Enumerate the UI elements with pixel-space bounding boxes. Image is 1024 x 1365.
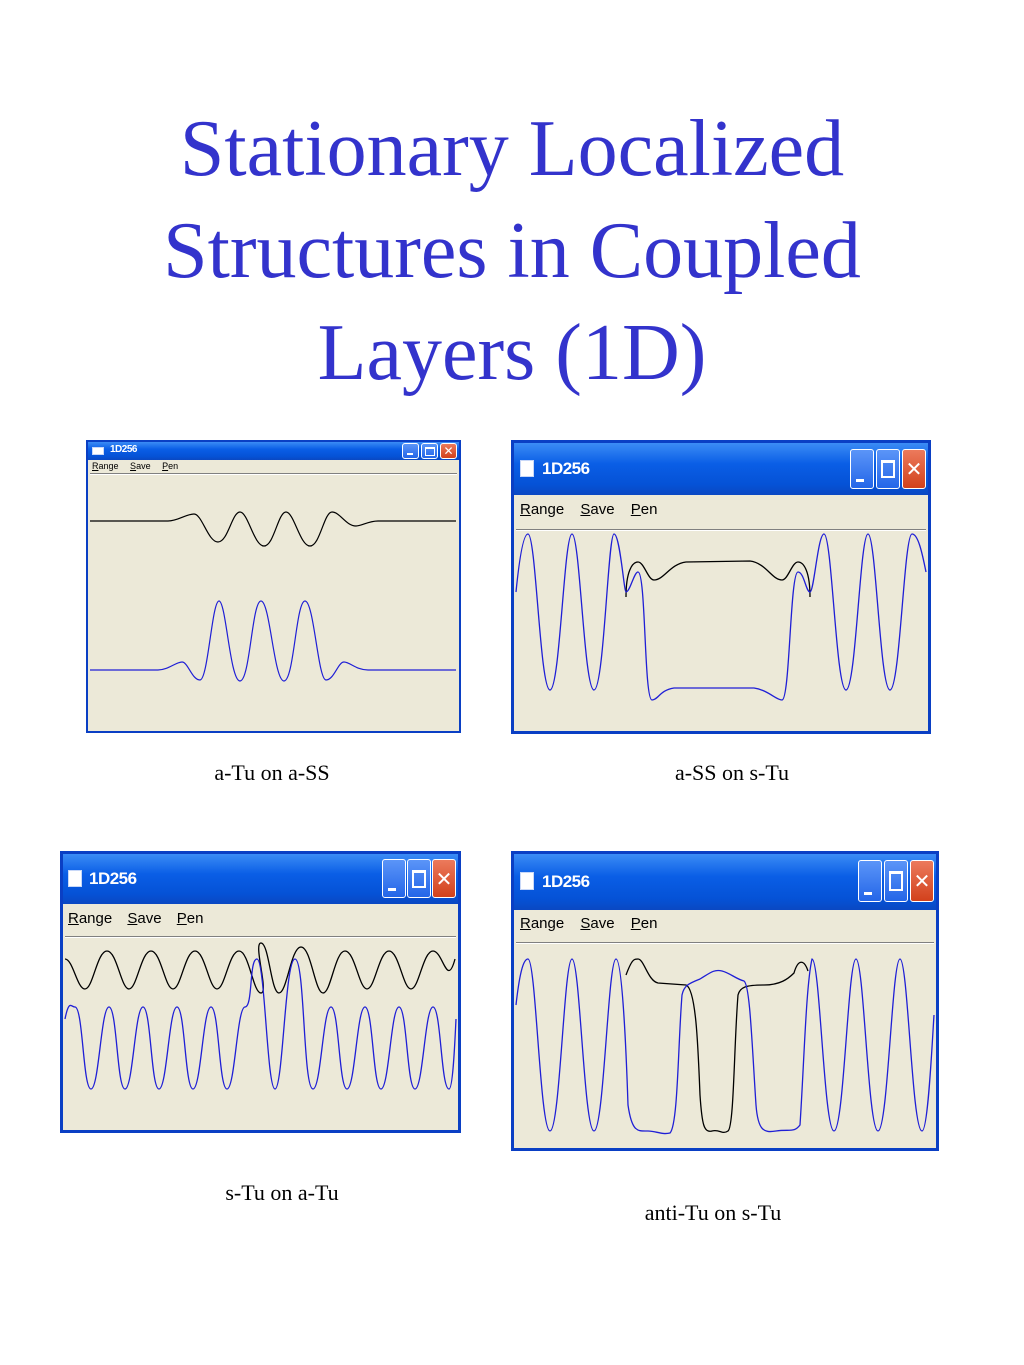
window-1d256-a[interactable]: 1D256 ✕ Range Save Pen	[86, 440, 461, 733]
caption-anti-tu-on-s-tu: anti-Tu on s-Tu	[644, 1200, 782, 1225]
minimize-icon	[407, 453, 413, 455]
window-app-icon	[92, 447, 104, 455]
slide-title: Stationary Localized Structures in Coupl…	[0, 98, 1024, 404]
window-titlebar[interactable]: 1D256 ✕	[514, 443, 928, 495]
menu-save[interactable]: Save	[130, 461, 151, 471]
plot-area	[90, 511, 456, 682]
menu-range[interactable]: Range	[520, 915, 565, 932]
maximize-icon	[412, 870, 426, 888]
plot-area	[515, 533, 927, 701]
close-icon: ✕	[913, 869, 931, 893]
window-1d256-b[interactable]: 1D256 ✕ Range Save Pen	[511, 440, 931, 734]
minimize-button[interactable]	[858, 860, 882, 902]
menu-pen[interactable]: Pen	[630, 915, 658, 932]
maximize-button[interactable]	[407, 859, 431, 898]
minimize-button[interactable]	[402, 443, 419, 459]
trace-lower	[90, 600, 456, 682]
minimize-button[interactable]	[850, 449, 874, 489]
menu-save[interactable]: Save	[580, 501, 615, 518]
menu-bar: Range Save Pen	[88, 461, 459, 471]
plot-area	[515, 958, 935, 1135]
minimize-icon	[856, 479, 864, 482]
plot-area	[64, 942, 457, 1090]
caption-a-tu-on-a-ss: a-Tu on a-SS	[214, 760, 330, 785]
menu-pen[interactable]: Pen	[630, 501, 658, 518]
window-title: 1D256	[542, 459, 590, 478]
menu-bar: Range Save Pen	[514, 915, 936, 932]
window-1d256-d[interactable]: 1D256 ✕ Range Save Pen	[511, 851, 939, 1151]
close-icon: ✕	[905, 457, 923, 481]
minimize-icon	[864, 892, 872, 895]
close-button[interactable]: ✕	[440, 443, 457, 459]
maximize-button[interactable]	[876, 449, 900, 489]
slide-title-line-1: Stationary Localized	[179, 105, 845, 193]
minimize-button[interactable]	[382, 859, 406, 898]
menu-separator	[90, 473, 457, 475]
menu-separator	[516, 942, 934, 944]
window-title: 1D256	[110, 444, 137, 455]
window-app-icon	[520, 460, 534, 477]
caption-a-ss-on-s-tu: a-SS on s-Tu	[674, 760, 790, 785]
window-title: 1D256	[89, 869, 137, 888]
trace-upper	[90, 511, 456, 547]
close-button[interactable]: ✕	[910, 860, 934, 902]
trace-upper	[625, 958, 809, 1134]
window-title: 1D256	[542, 872, 590, 891]
trace-lower	[515, 533, 927, 701]
menu-range[interactable]: Range	[68, 910, 113, 927]
trace-upper	[64, 942, 456, 994]
window-1d256-c[interactable]: 1D256 ✕ Range Save Pen	[60, 851, 461, 1133]
menu-pen[interactable]: Pen	[162, 461, 179, 471]
window-titlebar[interactable]: 1D256 ✕	[514, 854, 936, 910]
menu-separator	[65, 936, 456, 938]
menu-range[interactable]: Range	[92, 461, 119, 471]
slide-title-line-2: Structures in Coupled	[163, 207, 861, 295]
maximize-button[interactable]	[421, 443, 438, 459]
minimize-icon	[388, 888, 396, 891]
slide-title-line-3: Layers (1D)	[317, 309, 707, 397]
window-titlebar[interactable]: 1D256 ✕	[88, 442, 459, 460]
menu-save[interactable]: Save	[580, 915, 615, 932]
window-app-icon	[68, 870, 82, 887]
close-button[interactable]: ✕	[902, 449, 926, 489]
menu-range[interactable]: Range	[520, 501, 565, 518]
trace-upper	[625, 560, 811, 598]
caption-s-tu-on-a-tu: s-Tu on a-Tu	[225, 1180, 339, 1205]
trace-lower	[64, 958, 457, 1090]
menu-separator	[516, 529, 926, 531]
maximize-icon	[881, 460, 895, 478]
menu-pen[interactable]: Pen	[176, 910, 204, 927]
close-icon: ✕	[435, 866, 453, 891]
menu-bar: Range Save Pen	[514, 501, 928, 518]
maximize-icon	[425, 447, 435, 456]
menu-save[interactable]: Save	[127, 910, 162, 927]
close-button[interactable]: ✕	[432, 859, 456, 898]
maximize-icon	[889, 871, 903, 891]
maximize-button[interactable]	[884, 860, 908, 902]
window-titlebar[interactable]: 1D256 ✕	[63, 854, 458, 904]
window-app-icon	[520, 872, 534, 890]
trace-lower	[515, 958, 935, 1135]
close-icon: ✕	[443, 444, 454, 458]
menu-bar: Range Save Pen	[63, 910, 458, 927]
